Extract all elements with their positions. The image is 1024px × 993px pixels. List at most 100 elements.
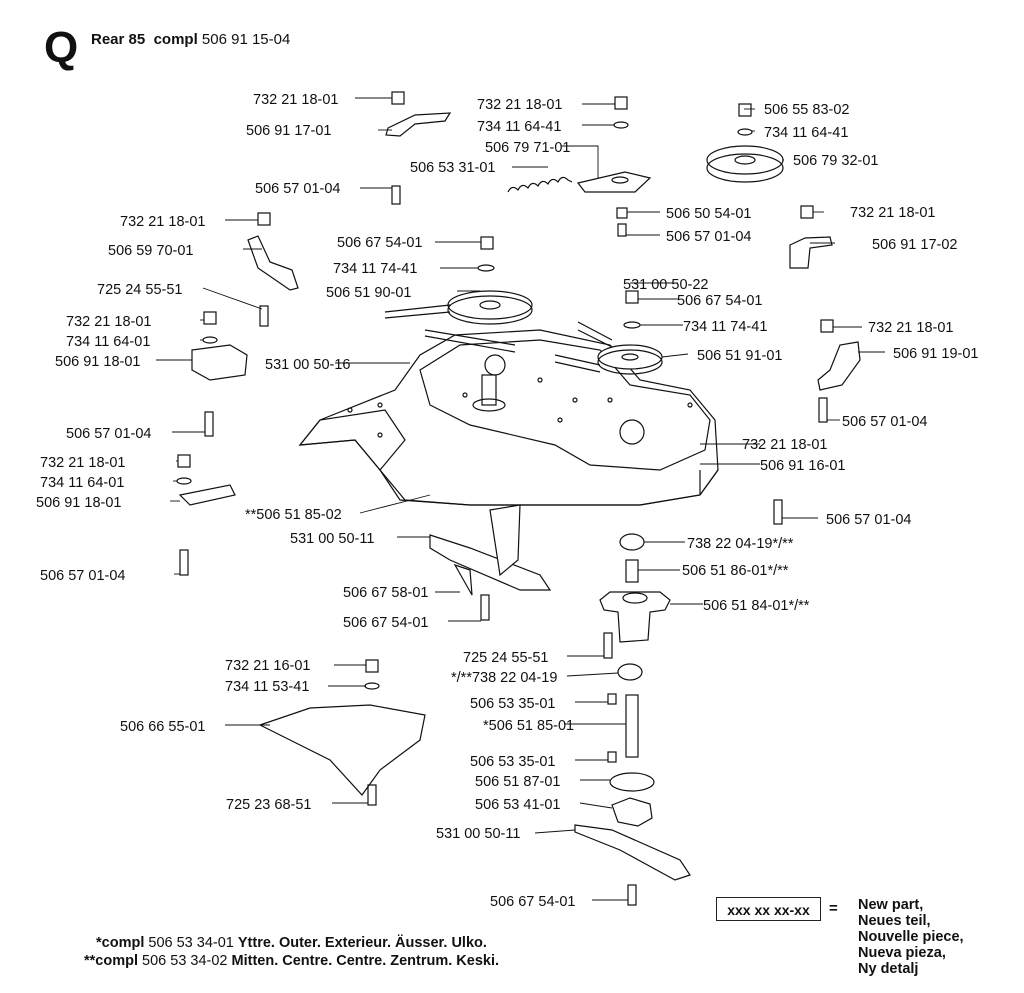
part-callout-45: 506 67 54-01: [343, 615, 428, 631]
part-callout-10: 506 50 54-01: [666, 206, 751, 222]
part-callout-13: 506 59 70-01: [108, 243, 193, 259]
new-part-legend-text: New part, Neues teil, Nouvelle piece, Nu…: [858, 897, 964, 977]
part-callout-19: 734 11 64-01: [66, 334, 150, 350]
legend-line-fr: Nouvelle piece,: [858, 929, 964, 945]
part-callout-30: 506 57 01-04: [842, 414, 927, 430]
part-callout-39: 531 00 50-11: [290, 531, 374, 547]
blade-hub: [611, 797, 653, 827]
left-belt: [384, 304, 516, 353]
bracket-left-top: [385, 112, 452, 137]
part-callout-55: 725 23 68-51: [226, 797, 311, 813]
legend-line-fi: Ny detalj: [858, 961, 919, 977]
part-callout-52: *506 51 85-01: [483, 718, 574, 734]
part-callout-18: 732 21 18-01: [66, 314, 151, 330]
part-callout-15: 734 11 74-41: [333, 261, 417, 277]
right-pulley: [597, 344, 663, 370]
part-callout-7: 506 55 83-02: [764, 102, 849, 118]
part-callout-53: 506 53 35-01: [470, 754, 555, 770]
deck-side-skirt: [379, 469, 719, 506]
spindle-post: [481, 374, 497, 406]
assembly-title: Rear 85 compl 506 91 15-04: [91, 31, 290, 48]
part-callout-51: 506 53 35-01: [470, 696, 555, 712]
deflector-shield: [258, 704, 426, 796]
right-belt: [554, 321, 613, 373]
legend-equals: =: [829, 900, 838, 917]
part-callout-14: 506 67 54-01: [337, 235, 422, 251]
part-callout-33: 506 91 16-01: [760, 458, 845, 474]
part-callout-24: 734 11 74-41: [683, 319, 767, 335]
callout-labels: 732 21 18-01 506 91 17-01 506 57 01-04 732 …: [36, 92, 978, 910]
middle-blade-fin: [489, 504, 521, 577]
footnote-centre-number: 506 53 34-02: [142, 953, 228, 969]
guide-bracket: [247, 235, 299, 291]
part-callout-56: 506 53 41-01: [475, 797, 560, 813]
bracket-right-top: [789, 236, 833, 269]
part-callout-48: 725 24 55-51: [463, 650, 548, 666]
part-callout-46: 732 21 16-01: [225, 658, 310, 674]
part-callout-3: 732 21 18-01: [477, 97, 562, 113]
part-callout-25: 506 51 91-01: [697, 348, 782, 364]
part-callout-32: 732 21 18-01: [742, 437, 827, 453]
legend-line-de: Neues teil,: [858, 913, 931, 929]
side-bracket-a: [191, 344, 248, 381]
footnote-centre-prefix: **compl: [84, 953, 138, 969]
part-callout-21: 531 00 50-16: [265, 357, 350, 373]
part-callout-20: 506 91 18-01: [55, 354, 140, 370]
part-callout-16: 506 51 90-01: [326, 285, 411, 301]
part-callout-31: 506 57 01-04: [66, 426, 151, 442]
spindle-housing: [599, 591, 671, 643]
bearing-lower: [617, 663, 643, 681]
part-callout-28: 732 21 18-01: [868, 320, 953, 336]
part-callout-27: 506 91 17-02: [872, 237, 957, 253]
part-callout-42: 506 57 01-04: [40, 568, 125, 584]
part-callout-0: 732 21 18-01: [253, 92, 338, 108]
part-callout-58: 506 67 54-01: [490, 894, 575, 910]
footnote-outer-desc: Yttre. Outer. Exterieur. Äusser. Ulko.: [237, 935, 487, 951]
part-callout-8: 734 11 64-41: [764, 125, 848, 141]
side-bracket-b: [178, 484, 236, 506]
part-callout-12: 732 21 18-01: [120, 214, 205, 230]
part-callout-49: */**738 22 04-19: [451, 670, 557, 686]
part-callout-40: 738 22 04-19*/**: [687, 536, 794, 552]
part-callout-41: 506 51 86-01*/**: [682, 563, 789, 579]
seal-ring: [609, 772, 655, 792]
section-letter: Q: [44, 23, 79, 72]
left-pulley: [447, 290, 533, 320]
footnote-outer-number: 506 53 34-01: [148, 935, 234, 951]
part-callout-1: 506 91 17-01: [246, 123, 331, 139]
part-callout-47: 734 11 53-41: [225, 679, 309, 695]
legend-line-en: New part,: [858, 897, 924, 913]
legend-line-es: Nueva pieza,: [858, 945, 946, 961]
part-callout-35: 734 11 64-01: [40, 475, 124, 491]
part-callout-9: 506 79 32-01: [793, 153, 878, 169]
part-callout-36: 506 91 18-01: [36, 495, 121, 511]
deck-discharge-chute: [298, 409, 406, 471]
part-callout-26: 732 21 18-01: [850, 205, 935, 221]
bracket-right-upright: [817, 341, 861, 391]
part-callout-6: 506 53 31-01: [410, 160, 495, 176]
part-callout-22: 531 00 50-22: [623, 277, 708, 293]
part-callout-37: **506 51 85-02: [245, 507, 342, 523]
part-callout-23: 506 67 54-01: [677, 293, 762, 309]
tension-spring: [507, 176, 573, 193]
part-callout-50: 506 66 55-01: [120, 719, 205, 735]
title-bold-2: compl: [153, 31, 198, 48]
idler-pulley: [706, 145, 784, 175]
part-callout-17: 725 24 55-51: [97, 282, 182, 298]
part-callout-38: 506 57 01-04: [826, 512, 911, 528]
lower-blade: [574, 824, 691, 881]
part-callout-5: 506 79 71-01: [485, 140, 570, 156]
deck-top-plate: [419, 339, 711, 471]
part-callout-44: 506 51 84-01*/**: [703, 598, 810, 614]
bearing-upper: [619, 533, 645, 551]
part-callout-34: 732 21 18-01: [40, 455, 125, 471]
part-callout-54: 506 51 87-01: [475, 774, 560, 790]
middle-blade: [429, 534, 552, 591]
part-callout-4: 734 11 64-41: [477, 119, 561, 135]
assembly-number: 506 91 15-04: [201, 31, 291, 48]
part-callout-57: 531 00 50-11: [436, 826, 520, 842]
part-callout-2: 506 57 01-04: [255, 181, 340, 197]
part-callout-43: 506 67 58-01: [343, 585, 428, 601]
footnote-centre: **compl 506 53 34-02 Mitten. Centre. Cen…: [84, 952, 499, 970]
